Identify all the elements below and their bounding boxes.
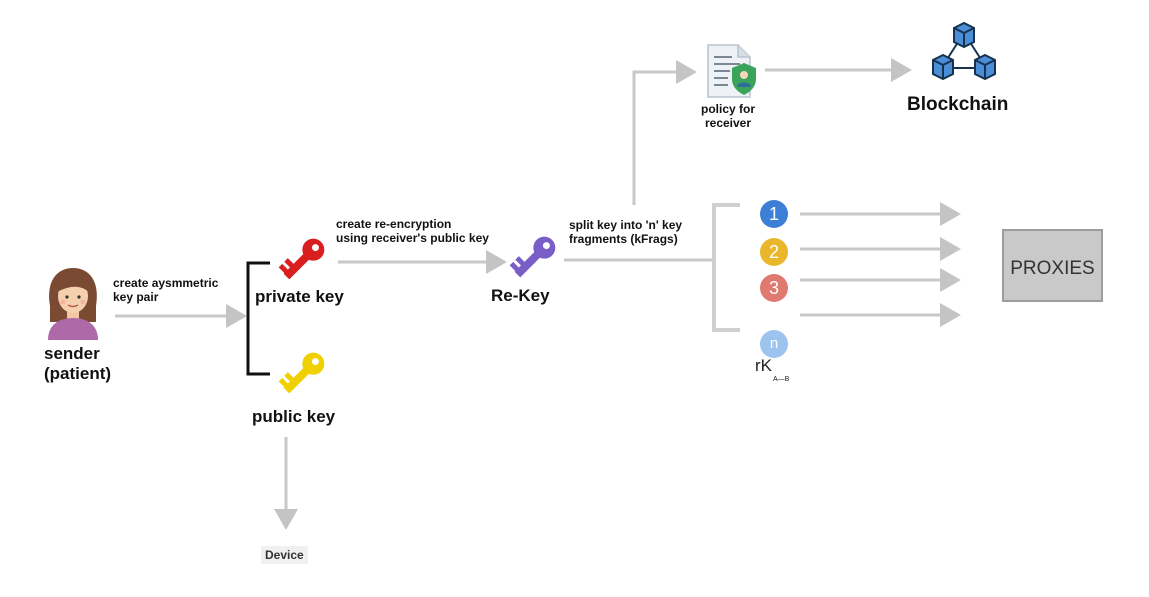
blockchain-label: Blockchain: [907, 94, 1009, 115]
blockchain-icon: [932, 22, 996, 81]
split-step-line2: fragments (kFrags): [569, 232, 678, 246]
reencrypt-step-line1: create re-encryption: [336, 217, 452, 231]
fragment-3-badge: 3: [760, 274, 788, 302]
fragment-n-badge: n: [760, 330, 788, 358]
keypair-step-line1: create aysmmetric: [113, 276, 219, 290]
rk-subscript: A—B: [773, 376, 790, 383]
private-key-label: private key: [255, 287, 344, 306]
rekey-label: Re-Key: [491, 286, 550, 305]
public-key-label: public key: [252, 407, 336, 426]
key-bracket: [246, 261, 270, 376]
split-bracket: [712, 203, 740, 332]
fragment-2-badge: 2: [760, 238, 788, 266]
reencrypt-step-line2: using receiver's public key: [336, 231, 489, 245]
policy-line2: receiver: [704, 116, 752, 130]
fragment-1-badge: 1: [760, 200, 788, 228]
patient-avatar-icon: [48, 268, 98, 340]
reencrypt-step-label: create re-encryption using receiver's pu…: [336, 217, 489, 245]
sender-label: sender (patient): [44, 344, 111, 384]
public-key-icon: [278, 352, 325, 394]
private-key-icon: [278, 238, 325, 280]
policy-line1: policy for: [700, 102, 755, 116]
arrow-rekey-to-policy: [632, 60, 697, 205]
rk-main: rK: [755, 356, 772, 375]
keypair-step-label: create aysmmetric key pair: [113, 276, 218, 304]
sender-line1: sender: [44, 344, 100, 363]
split-step-label: split key into 'n' key fragments (kFrags…: [569, 218, 682, 246]
policy-document-icon: [707, 44, 756, 98]
keypair-step-line2: key pair: [113, 290, 159, 304]
rekey-icon: [509, 236, 556, 278]
proxies-box: PROXIES: [1002, 229, 1103, 302]
device-label: Device: [261, 546, 308, 564]
policy-label: policy for receiver: [700, 102, 756, 130]
sender-line2: (patient): [44, 364, 112, 383]
rk-label: rKA—B: [755, 356, 789, 383]
split-step-line1: split key into 'n' key: [569, 218, 683, 232]
